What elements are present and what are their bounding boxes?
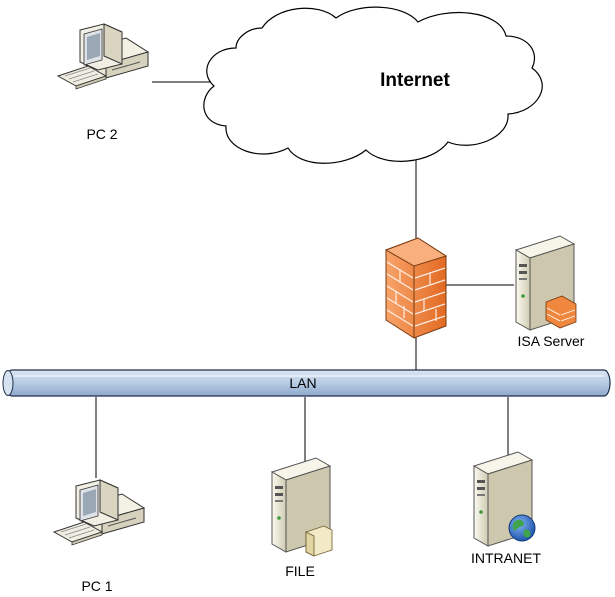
lan-label: LAN [289,375,317,391]
pc1-label: PC 1 [81,578,113,594]
folder-badge-icon [305,525,333,557]
isa-server-label: ISA Server [517,333,585,349]
intranet-label: INTRANET [471,550,541,566]
pc2-label: PC 2 [86,126,118,142]
lan-bus [2,369,611,397]
isa-server-icon [515,235,577,331]
firewall-icon [384,237,448,339]
file-label: FILE [285,563,315,579]
internet-label: Internet [380,70,450,91]
internet-cloud [203,6,543,164]
file-server-icon [271,457,333,557]
firewall-badge-icon [545,295,577,329]
intranet-server-icon [473,451,536,547]
globe-icon [508,514,536,542]
pc1-icon [53,479,145,546]
pc2-icon [57,23,149,90]
